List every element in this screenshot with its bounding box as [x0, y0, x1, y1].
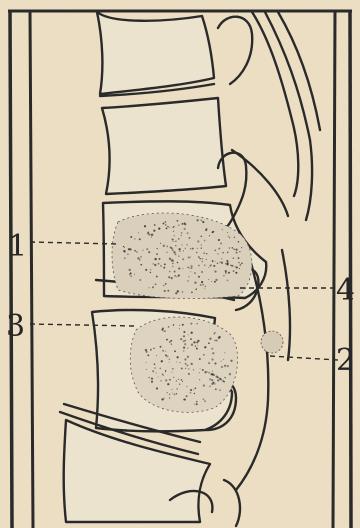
label-1: 1 [8, 229, 27, 264]
label-3: 3 [6, 309, 25, 344]
frame-left-outer [10, 10, 12, 528]
lesion-small-right [261, 331, 283, 353]
frame-right-outer [350, 10, 351, 528]
vertebra-top [97, 12, 214, 94]
label-2: 2 [336, 343, 355, 378]
frame-right-inner [333, 10, 335, 528]
vertebra-second [102, 98, 226, 194]
label-4: 4 [336, 273, 355, 308]
